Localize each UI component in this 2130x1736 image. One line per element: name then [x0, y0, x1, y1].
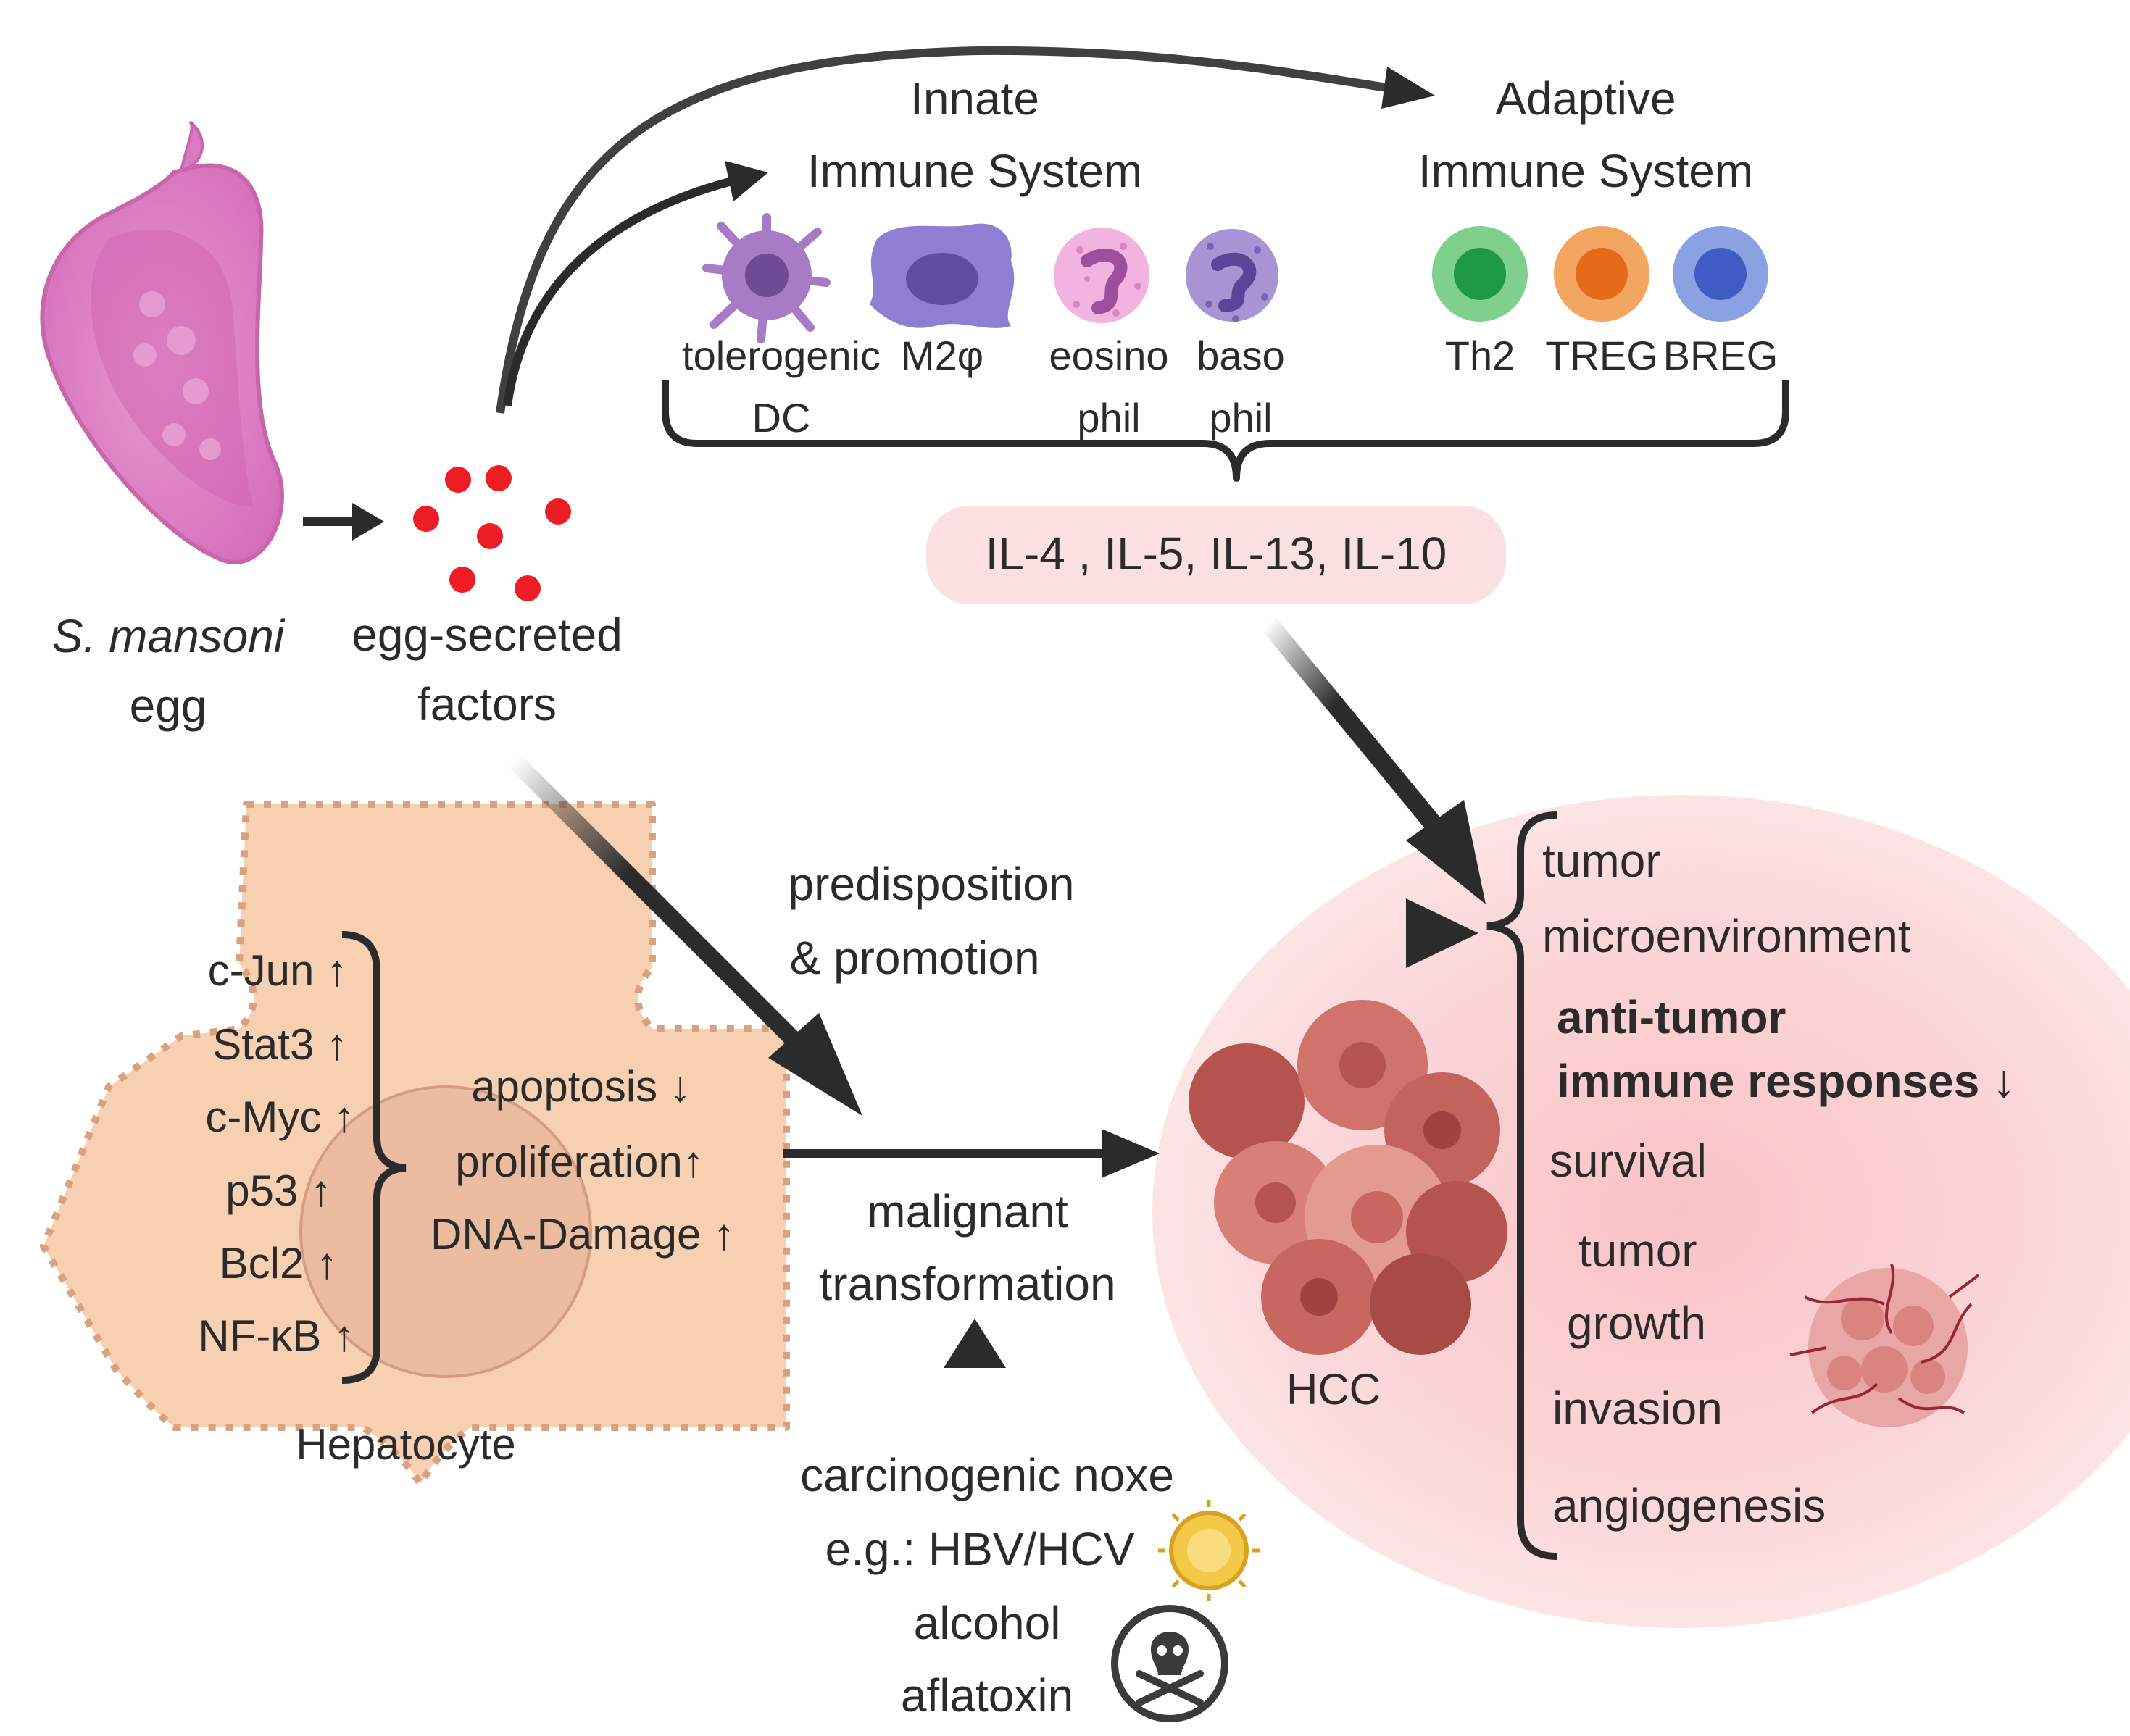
gene-brace	[341, 931, 407, 1384]
gene-cjun: c-Jun ↑	[208, 946, 348, 995]
outcome-angiogenesis: angiogenesis	[1552, 1480, 1826, 1532]
predisposition-line2: & promotion	[789, 932, 1039, 984]
treg-label: TREG	[1545, 333, 1658, 378]
innate-title1: Innate	[910, 72, 1039, 125]
arrow-to-adaptive	[496, 46, 1435, 414]
effect-apoptosis: apoptosis ↓	[471, 1062, 691, 1111]
gene-p53: p53 ↑	[225, 1167, 332, 1215]
basophil-icon	[1186, 229, 1278, 322]
angiogenesis-tumor-icon	[1789, 1264, 1980, 1427]
gene-bcl2: Bcl2 ↑	[220, 1239, 338, 1288]
arrow-predisposition	[1051, 898, 1478, 968]
arrow-factors-to-malignant	[508, 754, 862, 1116]
egg-name: S. mansoni	[52, 610, 286, 662]
malignant-line2: transformation	[819, 1258, 1115, 1310]
th2-cell-icon	[1432, 226, 1528, 322]
outcome-tm1: tumor	[1542, 835, 1661, 887]
innate-title2: Immune System	[807, 145, 1142, 197]
eosinophil-icon	[1054, 228, 1149, 323]
hcc-tumor-icon	[1189, 1000, 1507, 1355]
dc-label1: tolerogenic	[682, 333, 881, 378]
carcinogen-line1: carcinogenic noxe	[800, 1449, 1174, 1501]
cytokine-box	[926, 506, 1506, 604]
adaptive-title1: Adaptive	[1495, 72, 1676, 125]
breg-label: BREG	[1663, 333, 1779, 378]
eosino-label2: phil	[1077, 395, 1140, 441]
effect-proliferation: proliferation↑	[455, 1138, 704, 1186]
virus-icon	[1158, 1500, 1260, 1601]
effect-dna-damage: DNA-Damage ↑	[430, 1210, 735, 1259]
factors-line2: factors	[417, 678, 557, 730]
dc-label2: DC	[752, 395, 811, 441]
outcome-invasion: invasion	[1552, 1382, 1723, 1435]
predisposition-line1: predisposition	[789, 858, 1075, 910]
immune-brace	[662, 380, 1789, 482]
hcc-label: HCC	[1286, 1365, 1381, 1414]
factors-line1: egg-secreted	[351, 609, 623, 661]
outcome-tm2: microenvironment	[1542, 910, 1911, 962]
gene-cmyc: c-Myc ↑	[205, 1093, 355, 1141]
arrow-cytokines-to-tumor	[1260, 617, 1486, 904]
th2-label: Th2	[1445, 333, 1515, 378]
egg-icon	[40, 120, 284, 564]
dendritic-cell-icon	[702, 213, 831, 343]
macrophage-icon	[870, 223, 1015, 328]
outcome-survival: survival	[1549, 1135, 1707, 1187]
baso-label2: phil	[1209, 395, 1272, 441]
gene-nfkb: NF-κB ↑	[198, 1311, 355, 1360]
arrow-to-innate	[503, 161, 768, 406]
outcome-tg1: tumor	[1578, 1224, 1697, 1277]
carcinogen-line3: alcohol	[914, 1597, 1061, 1649]
skull-icon	[1111, 1605, 1228, 1722]
outcome-brace	[1486, 811, 1557, 1560]
carcinogen-line2: e.g.: HBV/HCV	[825, 1523, 1135, 1575]
outcome-at2: immune responses ↓	[1557, 1055, 2015, 1107]
carcinogen-line4: aflatoxin	[901, 1669, 1073, 1722]
hepatocyte-label: Hepatocyte	[296, 1420, 516, 1469]
arrow-malignant	[783, 1129, 1160, 1178]
m2-label: M2φ	[901, 333, 983, 378]
factors-dots	[413, 465, 571, 601]
adaptive-title2: Immune System	[1418, 145, 1753, 197]
eosino-label1: eosino	[1049, 333, 1168, 378]
gene-stat3: Stat3 ↑	[212, 1020, 348, 1069]
treg-cell-icon	[1554, 226, 1649, 322]
arrow-egg-to-factors	[303, 503, 384, 541]
baso-label1: baso	[1197, 333, 1284, 378]
egg-suffix: egg	[130, 680, 207, 732]
cytokine-label: IL-4 , IL-5, IL-13, IL-10	[986, 527, 1447, 580]
arrow-carcinogen	[944, 1319, 1006, 1442]
outcome-tg2: growth	[1567, 1297, 1706, 1349]
outcome-at1: anti-tumor	[1557, 991, 1786, 1043]
breg-cell-icon	[1673, 226, 1768, 322]
malignant-line1: malignant	[867, 1185, 1068, 1238]
